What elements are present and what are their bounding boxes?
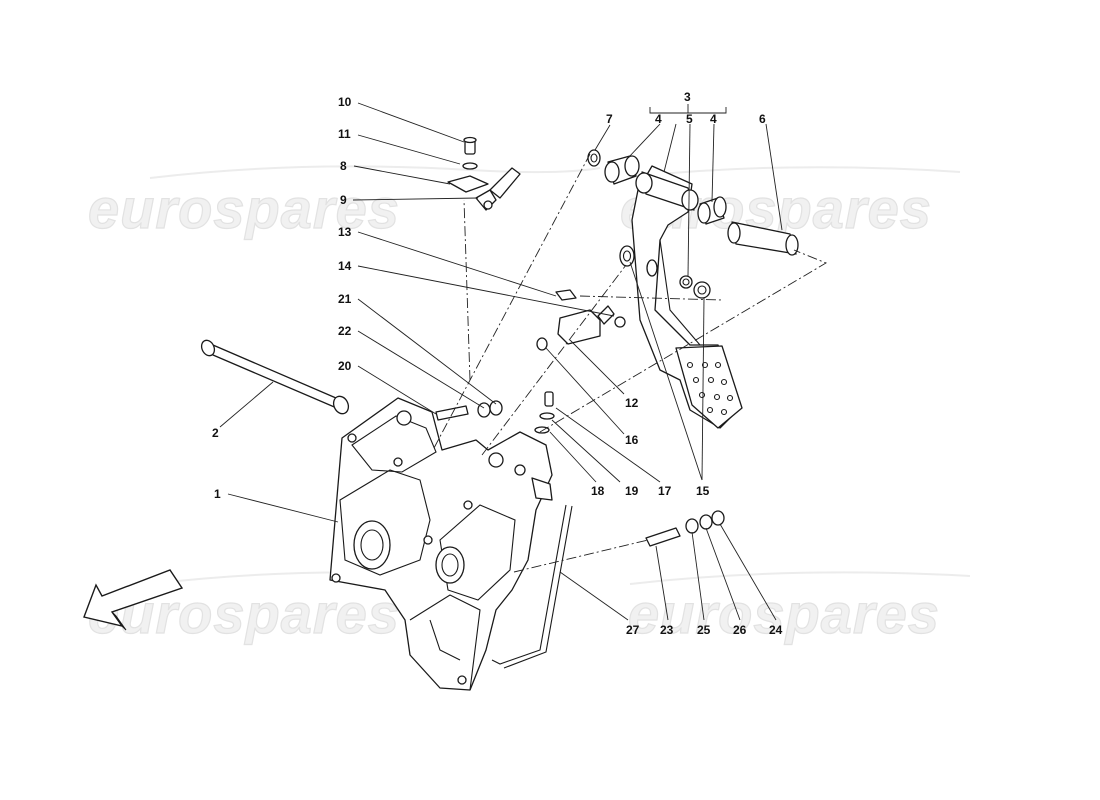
leader-lines [219, 102, 783, 621]
callout-22: 22 [338, 324, 352, 338]
clevis-assembly [536, 289, 626, 351]
callout-4-left: 4 [655, 112, 662, 126]
watermark-top-left: eurospares [88, 177, 400, 240]
callout-2: 2 [212, 426, 219, 440]
shaft-part [200, 339, 350, 415]
assembly-lines [433, 153, 828, 573]
callout-26: 26 [733, 623, 747, 637]
callout-3: 3 [684, 90, 691, 104]
callout-25: 25 [697, 623, 711, 637]
stud-and-nuts [645, 510, 725, 547]
callout-9: 9 [340, 193, 347, 207]
callout-15: 15 [696, 484, 710, 498]
callout-19: 19 [625, 484, 639, 498]
pedal-box-bracket [329, 397, 553, 691]
watermark-group: eurospares eurospares eurospares eurospa… [87, 165, 971, 646]
callout-21: 21 [338, 292, 352, 306]
cable-part [491, 504, 573, 669]
callout-20: 20 [338, 359, 352, 373]
pedal-pad-holes [686, 361, 734, 416]
callout-7: 7 [606, 112, 613, 126]
callout-27: 27 [626, 623, 640, 637]
callout-16: 16 [625, 433, 639, 447]
callout-12: 12 [625, 396, 639, 410]
bolt-nut-washer [435, 400, 503, 421]
callout-8: 8 [340, 159, 347, 173]
callout-10: 10 [338, 95, 352, 109]
callout-17: 17 [658, 484, 672, 498]
watermark-bottom-right: eurospares [628, 582, 940, 645]
callout-1: 1 [214, 487, 221, 501]
callout-14: 14 [338, 259, 352, 273]
callout-24: 24 [769, 623, 783, 637]
pedal-assembly [587, 149, 799, 429]
callout-23: 23 [660, 623, 674, 637]
callout-5: 5 [686, 112, 693, 126]
bolt-washers [534, 391, 555, 434]
callout-11: 11 [338, 127, 351, 141]
callout-18: 18 [591, 484, 605, 498]
callout-6: 6 [759, 112, 766, 126]
callout-labels: 10 11 8 9 13 14 21 22 20 2 1 3 7 4 5 4 6… [212, 90, 783, 637]
sensor-bracket [447, 136, 521, 211]
callout-13: 13 [338, 225, 352, 239]
direction-arrow-icon [83, 569, 184, 631]
callout-4-right: 4 [710, 112, 717, 126]
